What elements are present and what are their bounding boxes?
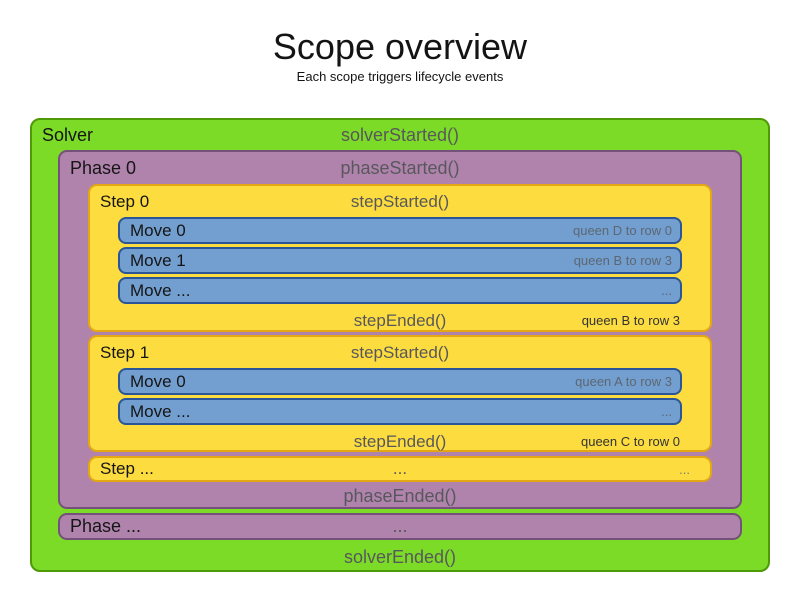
move-label: Move 0 bbox=[130, 371, 186, 391]
move-note: queen D to row 0 bbox=[572, 223, 672, 238]
move-row: Move 0 queen D to row 0 bbox=[118, 217, 682, 244]
step-0-label: Step 0 bbox=[100, 191, 150, 211]
solver-scope-box: Solver solverStarted() Phase 0 phaseStar… bbox=[30, 118, 770, 572]
step-0-header-row: Step 0 stepStarted() bbox=[90, 186, 710, 217]
more-steps-ellipsis-right: ... bbox=[679, 461, 690, 477]
move-label: Move 0 bbox=[130, 220, 186, 240]
page-title: Scope overview bbox=[272, 26, 528, 67]
solver-ended-event: solverEnded() bbox=[343, 546, 457, 567]
move-label: Move ... bbox=[130, 280, 191, 300]
phase-0-header-row: Phase 0 phaseStarted() bbox=[60, 152, 740, 184]
move-row: Move ... ... bbox=[118, 277, 682, 304]
page-subtitle: Each scope triggers lifecycle events bbox=[296, 69, 504, 84]
step-1-ended-note: queen C to row 0 bbox=[580, 434, 680, 449]
more-phases-box: Phase ... ... bbox=[58, 513, 742, 540]
phase-0-scope-box: Phase 0 phaseStarted() Step 0 stepStarte… bbox=[58, 150, 742, 509]
step-0-scope-box: Step 0 stepStarted() Move 0 queen D to r… bbox=[88, 184, 712, 332]
more-steps-box: Step ... ... ... bbox=[88, 456, 712, 482]
step-0-started-event: stepStarted() bbox=[350, 191, 450, 211]
move-label: Move ... bbox=[130, 401, 191, 421]
step-1-label: Step 1 bbox=[100, 342, 150, 362]
move-row: Move ... ... bbox=[118, 398, 682, 425]
more-steps-label: Step ... bbox=[100, 459, 154, 478]
solver-ended-row: solverEnded() bbox=[32, 540, 768, 574]
step-0-ended-row: stepEnded() queen B to row 3 bbox=[90, 307, 710, 334]
step-0-ended-note: queen B to row 3 bbox=[581, 313, 680, 328]
move-label: Move 1 bbox=[130, 250, 186, 270]
phase-0-ended-row: phaseEnded() bbox=[60, 482, 740, 511]
more-steps-ellipsis-center: ... bbox=[392, 459, 408, 478]
move-note: ... bbox=[661, 404, 672, 419]
solver-header-row: Solver solverStarted() bbox=[32, 120, 768, 150]
phase-started-event: phaseStarted() bbox=[340, 157, 460, 178]
move-row: Move 1 queen B to row 3 bbox=[118, 247, 682, 274]
more-phases-ellipsis-center: ... bbox=[392, 516, 408, 536]
more-phases-label: Phase ... bbox=[70, 516, 142, 536]
phase-ended-event: phaseEnded() bbox=[343, 486, 457, 506]
move-note: ... bbox=[661, 283, 672, 298]
step-1-started-event: stepStarted() bbox=[350, 342, 450, 362]
solver-started-event: solverStarted() bbox=[340, 124, 460, 145]
step-1-header-row: Step 1 stepStarted() bbox=[90, 337, 710, 368]
move-row: Move 0 queen A to row 3 bbox=[118, 368, 682, 395]
phase-0-label: Phase 0 bbox=[70, 157, 137, 178]
move-note: queen A to row 3 bbox=[575, 374, 672, 389]
move-note: queen B to row 3 bbox=[573, 253, 672, 268]
step-1-scope-box: Step 1 stepStarted() Move 0 queen A to r… bbox=[88, 335, 712, 452]
solver-label: Solver bbox=[42, 124, 94, 145]
step-1-ended-row: stepEnded() queen C to row 0 bbox=[90, 428, 710, 455]
